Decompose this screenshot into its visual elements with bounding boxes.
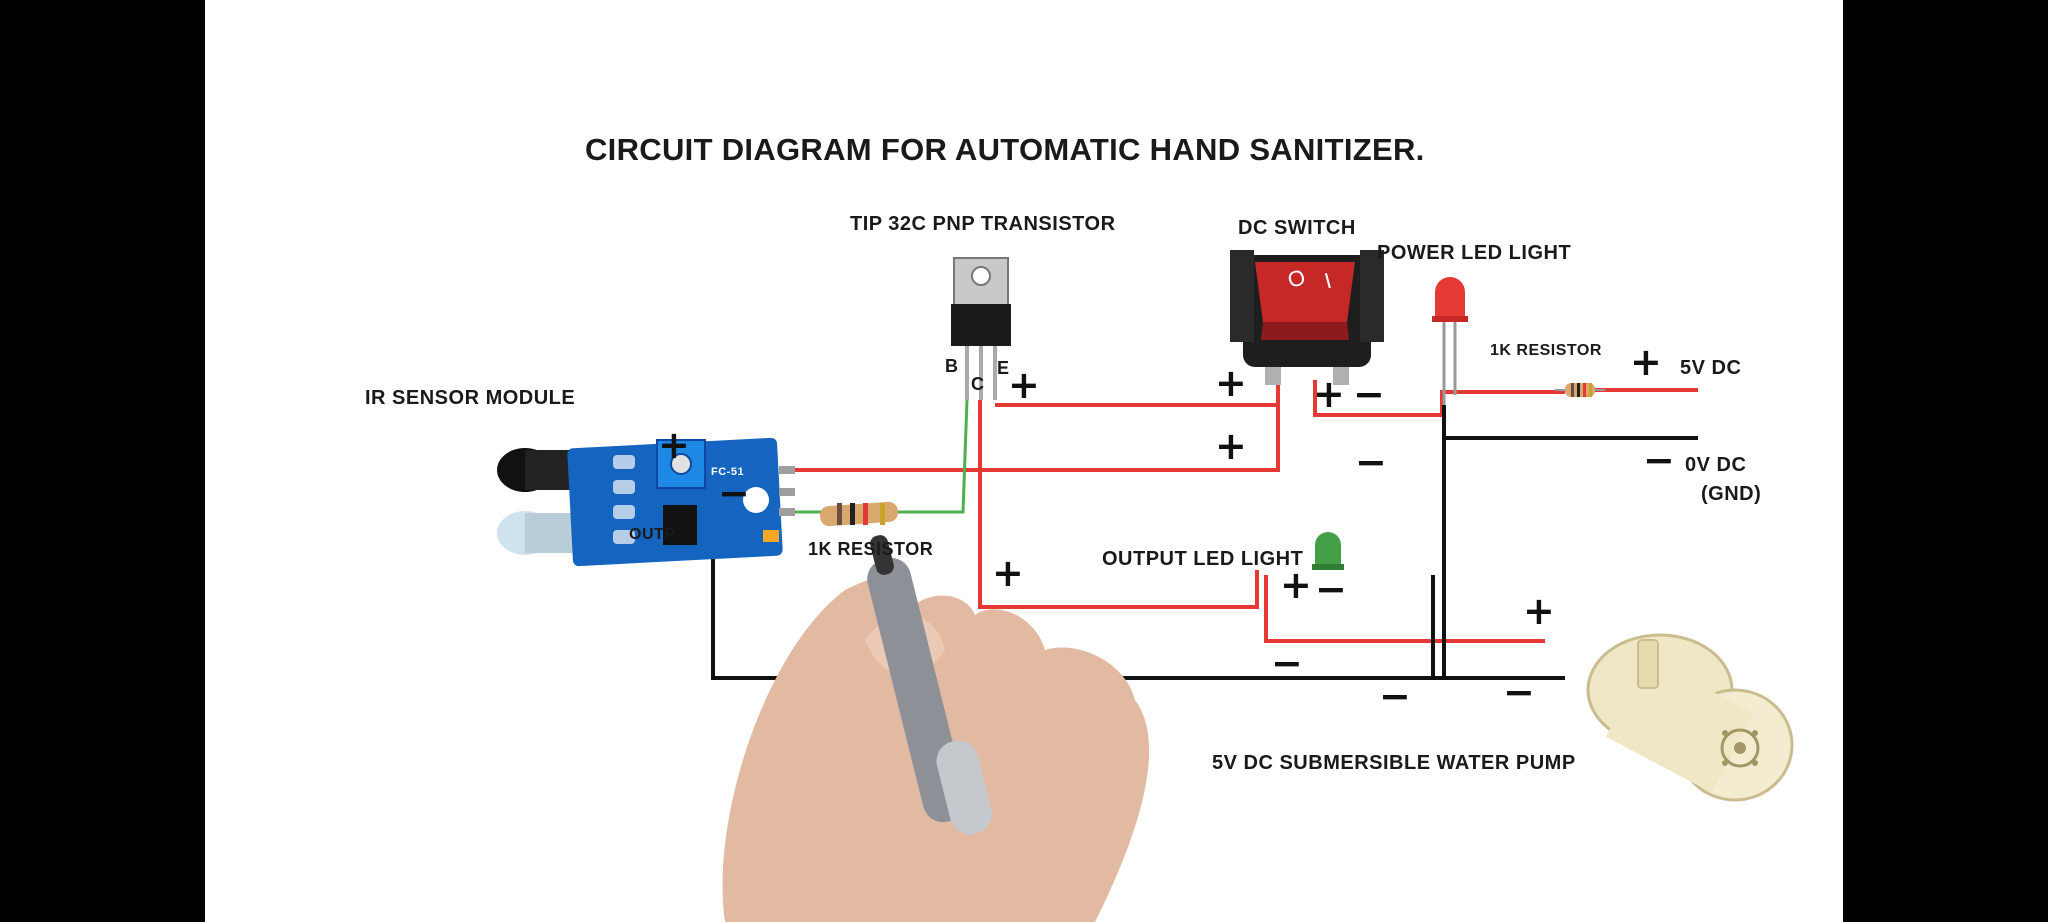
output-led-label: OUTPUT LED LIGHT (1102, 548, 1304, 570)
output-led (1312, 532, 1344, 570)
minus-sign: − (1315, 567, 1347, 611)
transistor-pin-b: B (945, 356, 959, 376)
plus-sign: + (1215, 424, 1247, 468)
ir-output-pin-label: OUTP (629, 526, 676, 543)
minus-sign: − (1643, 438, 1675, 482)
minus-sign: − (1379, 674, 1411, 718)
plus-sign: + (1008, 363, 1040, 407)
transistor-pin-e: E (997, 358, 1010, 378)
transistor-label: TIP 32C PNP TRANSISTOR (850, 213, 1116, 235)
positive-wire (1264, 575, 1545, 643)
circuit-drawing (497, 250, 1794, 922)
supply-negative-label: 0V DC (1685, 454, 1747, 476)
wires (711, 372, 1698, 680)
resistor-bottom (820, 501, 898, 527)
transistor-pin-c: C (971, 374, 985, 394)
ir-sensor-label: IR SENSOR MODULE (365, 387, 576, 409)
dc-switch (1230, 250, 1384, 385)
plus-sign: + (1215, 361, 1247, 405)
drawing-hand (722, 535, 1150, 922)
transistor (951, 257, 1011, 400)
minus-sign: − (718, 471, 750, 515)
resistor-bottom-label: 1K RESISTOR (808, 539, 934, 559)
ir-board-text: FC-51 (711, 466, 745, 478)
minus-sign: − (1355, 440, 1387, 484)
signal-wire (780, 399, 969, 514)
resistor-top (1555, 383, 1605, 397)
plus-sign: + (1280, 563, 1312, 607)
resistor-top-label: 1K RESISTOR (1490, 342, 1602, 359)
pump-label: 5V DC SUBMERSIBLE WATER PUMP (1212, 752, 1576, 774)
ir-sensor (497, 437, 795, 567)
minus-sign: − (1271, 641, 1303, 685)
supply-ground-label: (GND) (1701, 483, 1762, 505)
minus-sign: − (1503, 670, 1535, 714)
plus-sign: + (1630, 340, 1662, 384)
plus-sign: + (1313, 372, 1345, 416)
dc-switch-label: DC SWITCH (1238, 217, 1356, 239)
supply-positive-label: 5V DC (1680, 357, 1742, 379)
power-led (1432, 277, 1468, 405)
plus-sign: + (992, 551, 1024, 595)
diagram-canvas: CIRCUIT DIAGRAM FOR AUTOMATIC HAND SANIT… (205, 0, 1843, 922)
power-led-label: POWER LED LIGHT (1377, 242, 1572, 264)
minus-sign: − (1353, 372, 1385, 416)
plus-sign: + (1523, 589, 1555, 633)
water-pump (1586, 633, 1794, 802)
positive-wire (978, 400, 1259, 609)
diagram-title: CIRCUIT DIAGRAM FOR AUTOMATIC HAND SANIT… (585, 132, 1425, 167)
plus-sign: + (658, 423, 690, 467)
